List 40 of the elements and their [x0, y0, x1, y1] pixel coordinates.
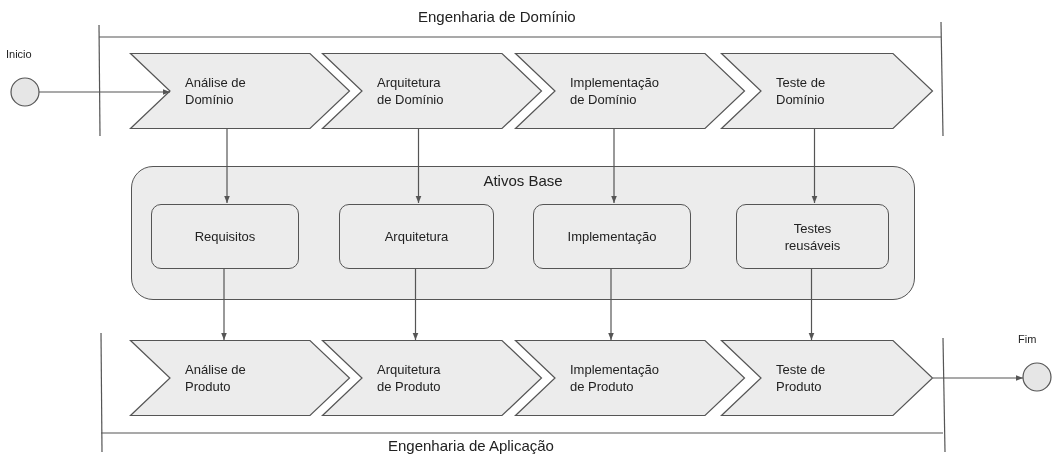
chevron-step: [130, 340, 350, 416]
step-label: Arquitetura de Produto: [377, 361, 442, 395]
box-label: Implementação: [567, 228, 657, 245]
process-box: [736, 204, 889, 269]
step-label: Análise de Produto: [185, 361, 247, 395]
arrow: [415, 128, 422, 204]
arrow: [608, 267, 614, 341]
chevron-step: [515, 340, 745, 416]
chevron-step: [322, 53, 542, 129]
chevron-step: [130, 53, 350, 129]
event-label: Inicio: [6, 47, 32, 62]
arrow: [611, 128, 617, 204]
box-label: Testes reusáveis: [783, 219, 842, 254]
chevron-step: [721, 53, 933, 129]
step-label: Teste de Produto: [776, 361, 827, 395]
process-box: [151, 204, 299, 269]
section-label: Engenharia de Aplicação: [388, 437, 554, 454]
step-label: Análise de Domínio: [185, 74, 247, 108]
section-label: Engenharia de Domínio: [418, 8, 576, 25]
panel-title: Ativos Base: [482, 172, 564, 189]
chevron-step: [322, 340, 542, 416]
step-label: Implementação de Produto: [570, 361, 660, 395]
step-label: Implementação de Domínio: [570, 74, 660, 108]
process-box: [339, 204, 494, 269]
group-panel: [131, 166, 915, 300]
chevron-step: [721, 340, 933, 416]
box-label: Arquitetura: [383, 228, 450, 245]
arrow: [932, 375, 1024, 381]
arrow: [221, 267, 227, 341]
step-label: Arquitetura de Domínio: [377, 74, 445, 108]
arrow: [811, 128, 818, 204]
arrow: [808, 267, 815, 341]
step-label: Teste de Domínio: [776, 74, 827, 108]
arrow: [412, 267, 419, 341]
process-box: [533, 204, 691, 269]
event-label: Fim: [1018, 332, 1037, 347]
arrow: [38, 89, 171, 95]
box-label: Requisitos: [193, 228, 257, 245]
arrow: [224, 128, 230, 204]
chevron-step: [515, 53, 745, 129]
